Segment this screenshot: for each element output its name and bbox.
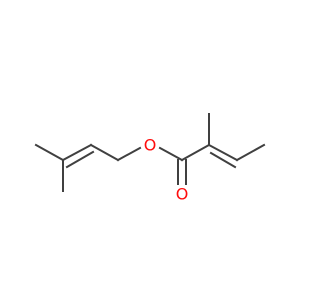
bond-c2-c4-double-a — [61, 143, 93, 162]
carbonyl-oxygen-label: O — [176, 185, 189, 204]
ester-oxygen-label: O — [144, 136, 157, 155]
bond-c1-c2 — [34, 143, 65, 162]
bond-c5-o — [116, 146, 142, 162]
bond-c2-c4-double-b — [65, 150, 95, 169]
bond-c6-c7 — [180, 143, 211, 162]
bond-o-c6 — [158, 146, 184, 162]
molecule-diagram: O O — [34, 113, 266, 204]
structure-canvas: O O — [34, 113, 266, 204]
bond-c8-c9 — [235, 143, 266, 162]
bond-c7-c8-double-b — [209, 151, 237, 169]
bond-c4-c5 — [89, 143, 120, 162]
bond-c7-c8-double-a — [207, 143, 239, 162]
